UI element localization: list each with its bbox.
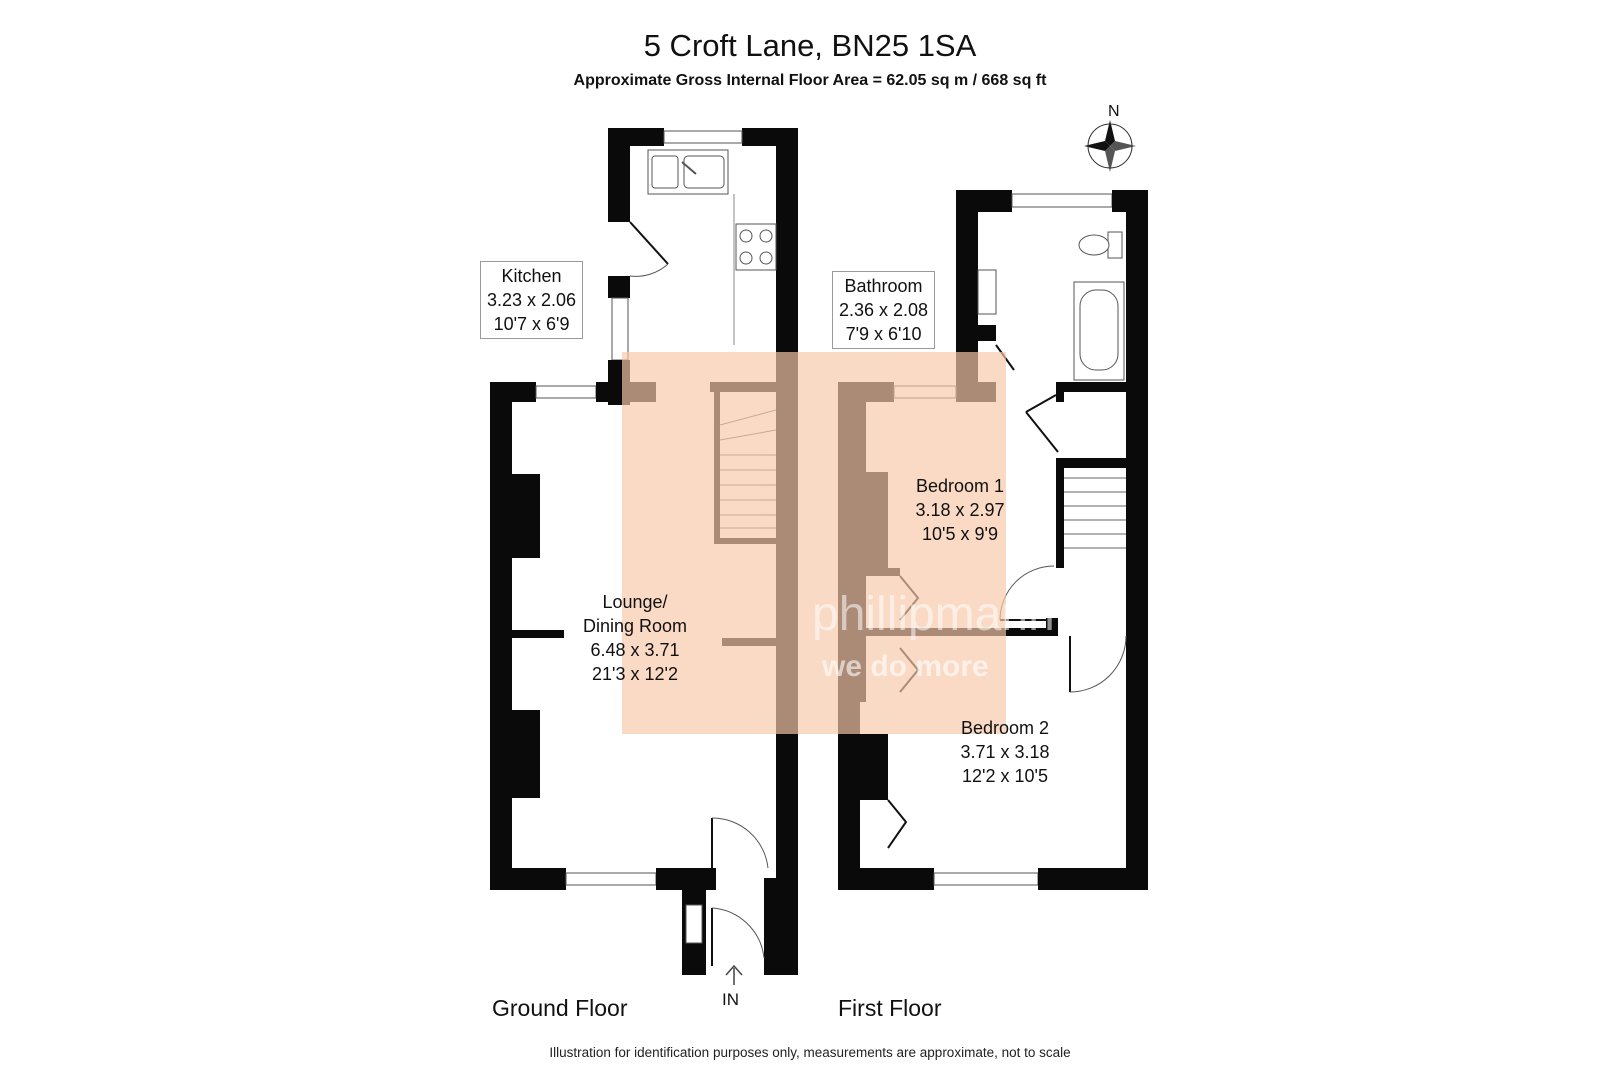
disclaimer-footer: Illustration for identification purposes… — [549, 1045, 1071, 1060]
room-imperial: 10'7 x 6'9 — [493, 314, 570, 334]
room-name: Lounge/ — [602, 592, 668, 612]
ground-floor-label: Ground Floor — [492, 995, 628, 1021]
wall — [1056, 458, 1148, 468]
door-leaf — [1025, 394, 1057, 413]
chimney-breast — [512, 710, 540, 798]
sink-bowl — [683, 155, 725, 189]
wall — [656, 868, 716, 890]
watermark — [622, 352, 1006, 734]
hob — [735, 223, 777, 271]
room-metric: 2.36 x 2.08 — [839, 300, 929, 320]
hob-ring — [739, 229, 753, 243]
chimney-breast — [860, 734, 888, 800]
hob-ring — [739, 251, 753, 265]
wall — [490, 382, 512, 890]
compass-rose — [1084, 120, 1136, 172]
door-swing — [1069, 635, 1127, 693]
wall — [608, 276, 630, 298]
first-floor-label: First Floor — [838, 995, 942, 1021]
room-metric: 6.48 x 3.71 — [590, 640, 680, 660]
room-imperial: 12'2 x 10'5 — [962, 766, 1048, 786]
room-label-bedroom-1: Bedroom 1 3.18 x 2.97 10'5 x 9'9 — [900, 474, 1020, 546]
window — [685, 904, 703, 944]
entrance-arrow — [725, 964, 743, 985]
tap — [681, 161, 697, 175]
stair-treads — [1064, 477, 1126, 549]
door-leaf — [1025, 411, 1059, 453]
wall — [1038, 868, 1148, 890]
room-imperial: 10'5 x 9'9 — [922, 524, 998, 544]
window — [933, 872, 1039, 886]
watermark-tile — [622, 352, 798, 734]
room-metric: 3.71 x 3.18 — [960, 742, 1050, 762]
door-leaf — [629, 221, 669, 265]
window — [663, 130, 743, 144]
room-label-kitchen: Kitchen 3.23 x 2.06 10'7 x 6'9 — [480, 261, 584, 339]
compass-north-label: N — [1108, 103, 1120, 120]
door-swing — [711, 907, 765, 959]
wall-nib — [512, 630, 564, 638]
door-swing — [629, 263, 669, 277]
wall — [776, 128, 798, 390]
window — [1011, 193, 1113, 208]
stair-wall — [1056, 458, 1064, 568]
room-metric: 3.23 x 2.06 — [487, 290, 577, 310]
window — [611, 297, 629, 361]
bath-basin — [1079, 289, 1119, 371]
wall — [1056, 382, 1148, 392]
room-name: Bedroom 1 — [915, 476, 1005, 496]
wall — [1126, 190, 1148, 890]
wc-cistern — [1107, 231, 1123, 259]
door-swing — [711, 817, 769, 869]
wall — [490, 868, 566, 890]
room-label-bathroom: Bathroom 2.36 x 2.08 7'9 x 6'10 — [832, 271, 936, 349]
wall — [1046, 618, 1058, 636]
entrance-label: IN — [722, 990, 739, 1009]
wc-bowl — [1078, 234, 1110, 256]
wall — [1056, 382, 1064, 402]
room-name: Bathroom — [844, 276, 923, 296]
room-imperial: 21'3 x 12'2 — [592, 664, 678, 684]
room-label-lounge: Lounge/ Dining Room 6.48 x 3.71 21'3 x 1… — [560, 590, 710, 686]
wall — [764, 878, 798, 975]
room-name: Bedroom 2 — [960, 718, 1050, 738]
room-metric: 3.18 x 2.97 — [915, 500, 1005, 520]
room-name: Dining Room — [582, 616, 688, 636]
room-label-bedroom-2: Bedroom 2 3.71 x 3.18 12'2 x 10'5 — [945, 716, 1065, 788]
wall — [956, 190, 978, 390]
chimney-breast — [512, 474, 540, 558]
wall — [608, 128, 630, 222]
room-name: Kitchen — [501, 266, 562, 286]
wall — [838, 868, 934, 890]
watermark-tagline: we do more — [821, 650, 989, 683]
wash-basin — [977, 269, 997, 315]
hob-ring — [759, 229, 773, 243]
sink-drainer — [651, 155, 679, 189]
plan-title: 5 Croft Lane, BN25 1SA — [643, 28, 977, 63]
floor-area-subtitle: Approximate Gross Internal Floor Area = … — [573, 72, 1047, 89]
room-imperial: 7'9 x 6'10 — [845, 324, 922, 344]
watermark-brand: phillipmann — [812, 588, 1055, 641]
hob-ring — [759, 251, 773, 265]
cupboard-door — [887, 799, 908, 849]
watermark-tile — [798, 352, 1006, 734]
window — [565, 872, 657, 886]
wall — [978, 325, 996, 341]
window — [535, 385, 597, 399]
